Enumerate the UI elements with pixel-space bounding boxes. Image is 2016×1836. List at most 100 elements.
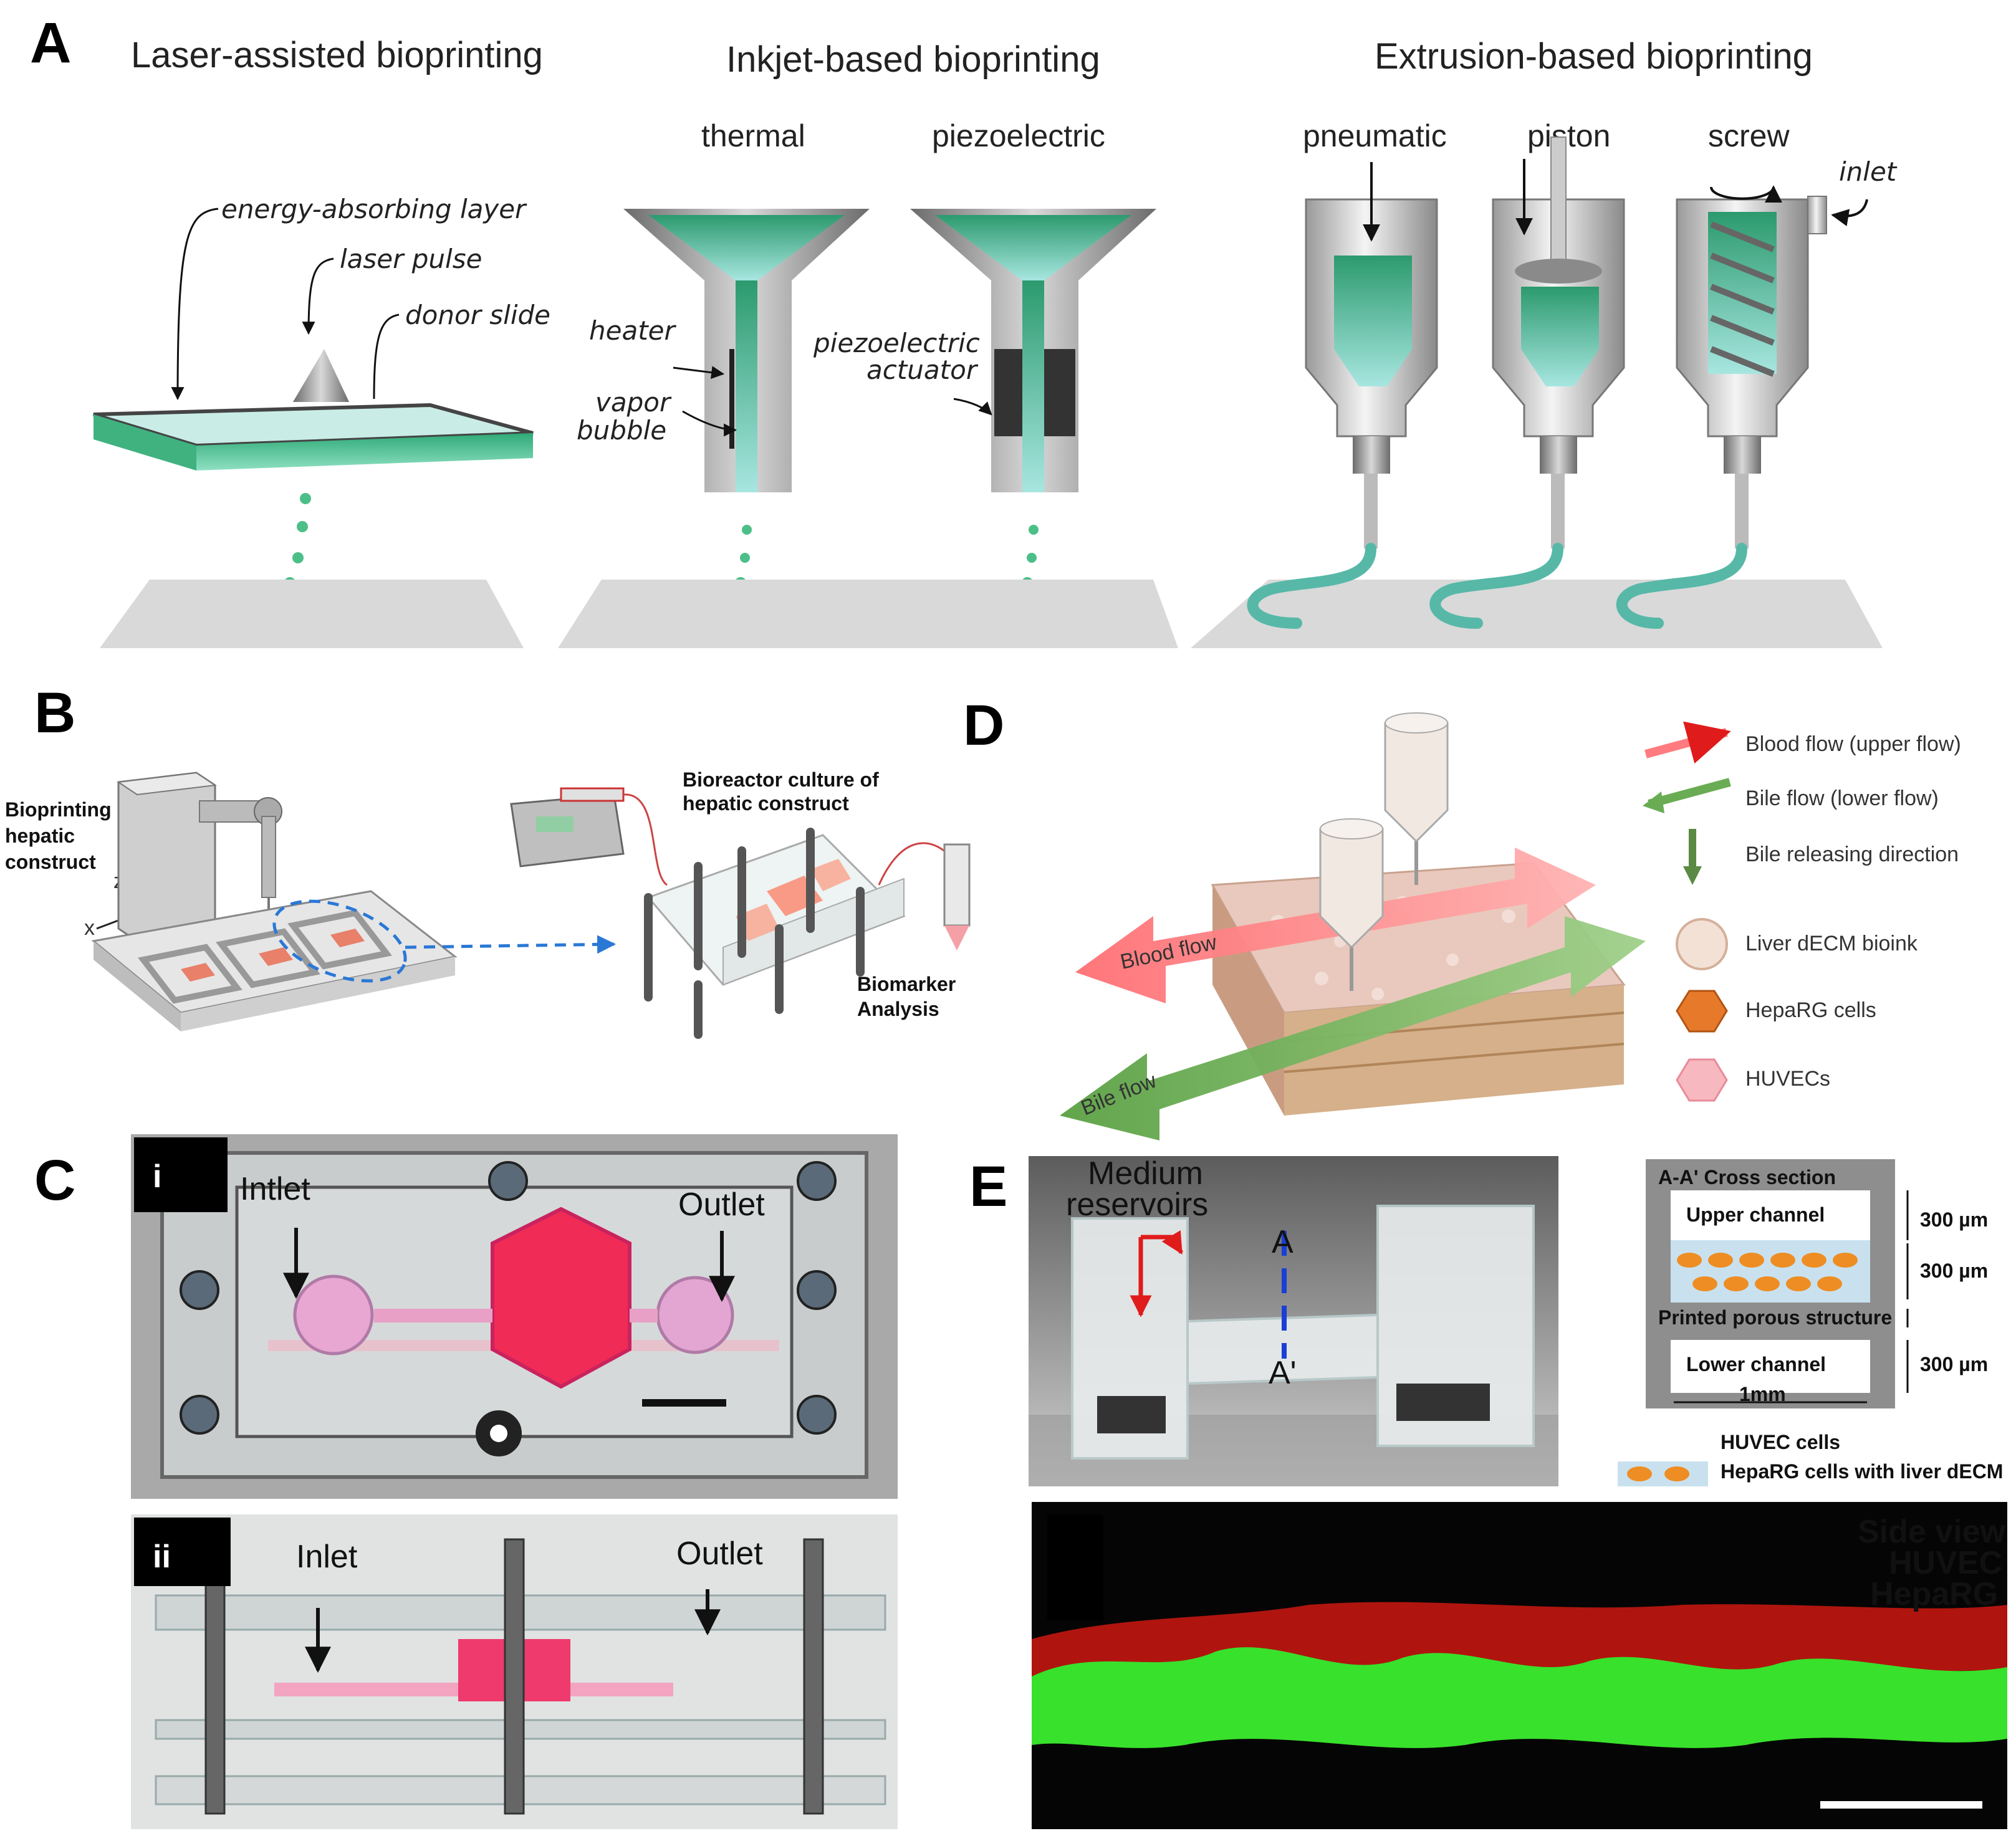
e-lower-channel: Lower channel — [1686, 1353, 1826, 1375]
laser-pulse-arrow — [302, 257, 334, 335]
b-bioreactor-label-2: hepatic construct — [683, 792, 849, 815]
b-axis-x: x — [84, 916, 95, 940]
laser-nozzle — [293, 349, 349, 402]
c-i-photo: i Intlet Outlet — [131, 1134, 898, 1499]
donor-slide-pointer — [373, 313, 400, 399]
piston-syringe — [1492, 136, 1625, 548]
c-i-roman: i — [153, 1159, 161, 1195]
b-bioreactor-label-1: Bioreactor culture of — [683, 768, 879, 791]
panel-a: A Laser-assisted bioprinting energy-abso… — [30, 11, 1898, 648]
d-bile-flow-arrow: Bile flow — [1060, 916, 1646, 1140]
b-bioprinting-label-2: hepatic — [5, 825, 75, 847]
b-bioprinting-label-3: construct — [5, 851, 96, 873]
b-biomarker-label-2: Analysis — [857, 998, 939, 1020]
e-device-photo: Medium reservoirs A A' — [1029, 1155, 1558, 1486]
e-legend-heparg: HepaRG cells with liver dECM — [1721, 1460, 2003, 1483]
bioprinter — [117, 772, 282, 942]
e-legend-huvec: HUVEC cells — [1721, 1431, 1840, 1453]
legend-huvec: HUVECs — [1745, 1067, 1830, 1091]
legend-dECM: Liver dECM bioink — [1745, 932, 1918, 955]
e-printed-structure: Printed porous structure — [1658, 1306, 1892, 1329]
e-medium-label-1: Medium — [1088, 1155, 1203, 1192]
slide-edge-front — [196, 433, 533, 471]
piezo-actuator-label-2: actuator — [866, 355, 979, 385]
c-ii-photo: ii Inlet Outlet — [131, 1514, 898, 1829]
piezo-actuator-label-1: piezoelectric — [813, 328, 980, 358]
pneumatic-label: pneumatic — [1303, 118, 1447, 153]
panel-letter-e: E — [969, 1155, 1007, 1218]
heater-arrow — [673, 366, 725, 380]
d-bioink-nozzles — [1319, 712, 1449, 991]
vapor-label-1: vapor — [595, 387, 672, 418]
collection-tube — [943, 843, 971, 950]
laser-title: Laser-assisted bioprinting — [131, 35, 543, 75]
legend-blood: Blood flow (upper flow) — [1745, 732, 1961, 756]
panel-letter-d: D — [963, 694, 1004, 757]
c-i-outlet-label: Outlet — [678, 1187, 765, 1223]
b-tubing-in — [623, 793, 668, 886]
panel-d: D Blood flow Bile flow — [963, 694, 1961, 1140]
inkjet-title: Inkjet-based bioprinting — [726, 39, 1100, 80]
legend-huvec-icon — [1676, 1058, 1728, 1102]
extruded-filaments — [1247, 543, 1747, 629]
b-bioreactor — [644, 828, 906, 1039]
energy-layer-arrow — [171, 208, 219, 401]
legend-heparg: HepaRG cells — [1745, 998, 1876, 1022]
piezo-printhead — [910, 209, 1156, 492]
slide-edge-left — [94, 414, 196, 471]
e-upper-channel: Upper channel — [1686, 1203, 1825, 1226]
c-i-inlet-label: Intlet — [240, 1171, 310, 1207]
extrusion-title: Extrusion-based bioprinting — [1375, 36, 1813, 77]
panel-e: E Medium reservoirs A A' A-A' Cross sect… — [969, 1155, 2007, 1829]
extrusion-section: Extrusion-based bioprinting pneumatic pi… — [1191, 36, 1898, 648]
e-side-heparg: HepaRG — [1870, 1576, 1998, 1612]
legend-blood-icon — [1644, 721, 1731, 764]
e-dim-3: 300 µm — [1920, 1353, 1988, 1375]
e-side-title: Side view — [1858, 1514, 2006, 1550]
b-transfer-arrow — [405, 935, 616, 954]
laser-pulse-label: laser pulse — [340, 244, 482, 274]
panel-b: B Bioprinting hepatic construct z x y — [5, 681, 971, 1039]
c-ii-roman: ii — [153, 1539, 171, 1575]
thermal-printhead — [623, 209, 870, 492]
laser-substrate — [100, 580, 524, 648]
e-dim-1: 300 µm — [1920, 1208, 1988, 1231]
d-legend: Blood flow (upper flow) Bile flow (lower… — [1643, 721, 1961, 1102]
legend-dECM-icon — [1676, 918, 1728, 970]
c-ii-inlet-label: Inlet — [296, 1539, 358, 1575]
inkjet-substrate — [558, 580, 1178, 648]
b-tubing-out — [878, 842, 949, 886]
e-scale-bar — [1820, 1801, 1982, 1809]
heater-label: heater — [589, 315, 677, 346]
legend-bile-release: Bile releasing direction — [1745, 843, 1959, 866]
piezo-actuator-arrow — [953, 398, 992, 416]
syringe-pump — [510, 787, 625, 868]
e-a-label: A — [1272, 1224, 1294, 1260]
e-cross-section: A-A' Cross section Upper channel Printed… — [1618, 1159, 2003, 1486]
vapor-arrow — [682, 410, 737, 437]
legend-bile: Bile flow (lower flow) — [1745, 787, 1939, 810]
panel-letter-b: B — [34, 681, 75, 745]
b-biomarker-label-1: Biomarker — [857, 973, 956, 995]
panel-letter-c: C — [34, 1149, 75, 1212]
laser-assisted-section: Laser-assisted bioprinting energy-absorb… — [93, 35, 550, 648]
screw-label: screw — [1708, 118, 1790, 153]
donor-slide-label: donor slide — [405, 300, 550, 330]
piston-label: piston — [1527, 118, 1610, 153]
panel-c: C i Intlet Outlet — [34, 1134, 898, 1829]
inlet-label: inlet — [1839, 156, 1898, 187]
e-dim-2: 300 µm — [1920, 1260, 1988, 1282]
pneumatic-syringe — [1305, 162, 1438, 548]
energy-layer-label: energy-absorbing layer — [221, 194, 527, 224]
legend-heparg-icon — [1676, 990, 1728, 1033]
screw-syringe — [1676, 185, 1868, 548]
e-cross-title: A-A' Cross section — [1658, 1166, 1836, 1188]
vapor-label-2: bubble — [577, 415, 666, 446]
e-medium-arrow-right — [1141, 1230, 1184, 1255]
b-bioprinting-label-1: Bioprinting — [5, 798, 112, 821]
e-side-huvec: HUVEC — [1889, 1545, 2002, 1581]
piezoelectric-label: piezoelectric — [932, 118, 1105, 153]
e-side-view: Side view HUVEC HepaRG — [1032, 1502, 2007, 1829]
b-print-tray — [91, 890, 458, 1031]
